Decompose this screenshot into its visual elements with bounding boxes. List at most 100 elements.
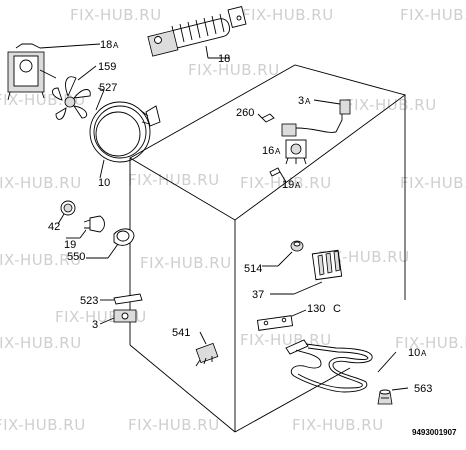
leader-159 xyxy=(77,65,97,81)
leader-19a xyxy=(279,171,287,183)
thermostat-body xyxy=(281,123,297,137)
fan-hub xyxy=(64,96,76,108)
watermark: FIX-HUB.RU xyxy=(188,61,280,79)
leader-18 xyxy=(205,45,209,59)
label-260: 260 xyxy=(236,107,254,119)
label-3a-suffix: A xyxy=(305,97,311,106)
label-10: 10 xyxy=(98,177,110,189)
label-18a-suffix: A xyxy=(113,41,119,50)
cap-part xyxy=(290,240,304,252)
tangential-fan-part xyxy=(147,6,247,57)
watermark: FIX-HUB.RU xyxy=(128,416,220,434)
diagram-code: 9493001907 xyxy=(412,428,457,437)
bracket-hole xyxy=(236,15,242,21)
terminal-slots xyxy=(317,250,341,276)
leader-527 xyxy=(95,89,105,111)
oven-cabinet xyxy=(129,64,407,433)
fan-vane xyxy=(55,107,67,120)
label-19a: 19 xyxy=(282,179,294,191)
convection-fan-motor xyxy=(7,43,57,101)
lamp-cover-glass xyxy=(116,230,130,242)
leader-130c xyxy=(291,309,307,317)
thermostat-probe-part xyxy=(261,99,351,137)
bracket-plate xyxy=(256,315,294,331)
leader-3 xyxy=(99,317,115,325)
label-18a: 18 xyxy=(100,39,112,51)
circular-heater-part xyxy=(89,101,161,163)
foot-top xyxy=(379,389,391,395)
watermark: FIX-HUB.RU xyxy=(0,174,82,192)
label-159: 159 xyxy=(98,61,116,73)
cabinet-bottom-right xyxy=(234,367,351,433)
leader-10 xyxy=(99,159,105,179)
connector-body xyxy=(195,342,219,364)
lamp-bulb xyxy=(89,215,105,233)
label-541: 541 xyxy=(172,327,190,339)
watermark: FIX-HUB.RU xyxy=(0,251,82,269)
watermark-layer: FIX-HUB.RU FIX-HUB.RU FIX-HUB.RU FIX-HUB… xyxy=(0,6,466,434)
cabinet-top-face xyxy=(129,64,407,221)
watermark: FIX-HUB.RU xyxy=(345,96,437,114)
label-527: 527 xyxy=(99,82,117,94)
leader-563 xyxy=(391,387,409,391)
label-10a: 10 xyxy=(408,347,420,359)
label-550: 550 xyxy=(67,251,85,263)
selector-switch-part xyxy=(285,139,307,165)
leader-18a xyxy=(39,43,101,49)
watermark: FIX-HUB.RU xyxy=(242,6,334,24)
motor-screw xyxy=(154,36,162,44)
label-130c-suffix: C xyxy=(333,303,341,315)
label-523: 523 xyxy=(80,295,98,307)
leader-514 xyxy=(277,251,293,267)
rubber-foot-part xyxy=(377,389,393,405)
watermark: FIX-HUB.RU xyxy=(0,416,86,434)
leader-260 xyxy=(257,113,263,119)
motor-legs xyxy=(7,91,45,101)
heater-mount-plate xyxy=(285,339,309,355)
terminal-block-part xyxy=(311,249,343,281)
connector-pins xyxy=(195,356,213,367)
watermark: FIX-HUB.RU xyxy=(395,334,466,352)
fan-vane xyxy=(73,105,88,119)
leader-3a xyxy=(313,99,341,105)
label-19a-suffix: A xyxy=(295,181,301,190)
label-3: 3 xyxy=(92,319,98,331)
motor-rotor xyxy=(19,59,33,73)
cutout-clip xyxy=(113,293,143,305)
motor-bracket-top xyxy=(15,43,41,49)
cap-top xyxy=(293,241,301,247)
label-42: 42 xyxy=(48,221,60,233)
leader-541 xyxy=(199,331,207,345)
heater-ring-outer xyxy=(89,101,151,163)
lamp-holder-socket xyxy=(63,203,73,213)
connector-part xyxy=(195,342,219,367)
watermark: FIX-HUB.RU xyxy=(128,171,220,189)
bracket-hole xyxy=(281,317,287,323)
label-37: 37 xyxy=(252,289,264,301)
heater-terminals xyxy=(139,109,151,125)
watermark: FIX-HUB.RU xyxy=(240,331,332,349)
heater-coil xyxy=(290,343,373,393)
fan-vane xyxy=(72,89,91,99)
watermark: FIX-HUB.RU xyxy=(0,334,82,352)
lamp-bulb-base xyxy=(83,219,91,229)
fan-blade-part xyxy=(52,76,91,120)
label-514: 514 xyxy=(244,263,262,275)
heater-ring-core xyxy=(95,111,141,157)
leader-37 xyxy=(293,281,323,295)
leader-19 xyxy=(79,229,87,239)
label-10a-suffix: A xyxy=(421,349,427,358)
sensor-clip xyxy=(261,113,275,123)
label-16a: 16 xyxy=(262,145,274,157)
leader-42 xyxy=(57,213,65,225)
probe-holder xyxy=(339,99,351,115)
watermark: FIX-HUB.RU xyxy=(318,248,410,266)
thermal-cutout-part xyxy=(113,293,143,323)
leader-527 xyxy=(97,87,105,91)
leader-10a xyxy=(377,351,397,373)
watermark: FIX-HUB.RU xyxy=(140,254,232,272)
fan-vane xyxy=(65,76,77,98)
bottom-heater-part xyxy=(285,339,373,393)
watermark: FIX-HUB.RU xyxy=(70,6,162,24)
